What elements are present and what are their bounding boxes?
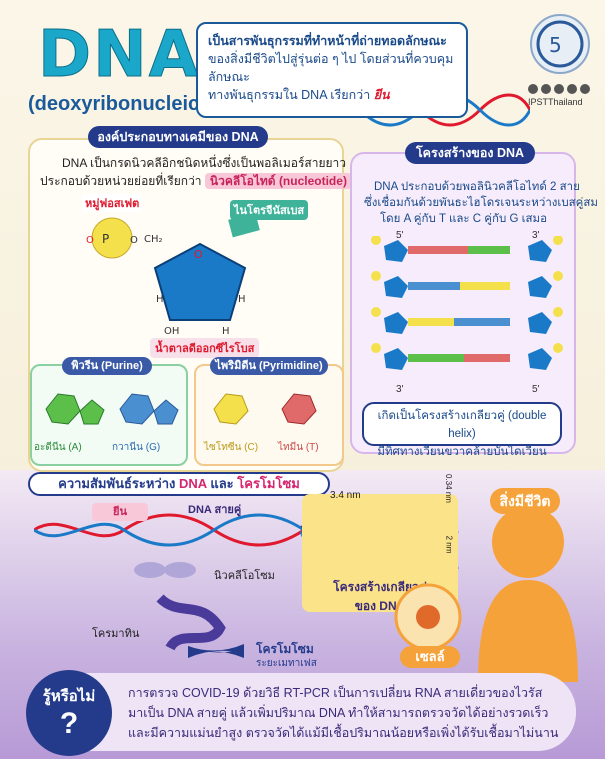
structure-desc: DNA ประกอบด้วยพอลินิวคลีโอไทด์ 2 สาย (374, 181, 580, 193)
svg-text:O: O (86, 235, 94, 246)
end-5-label: 5' (532, 384, 540, 395)
structure-title: โครงสร้างของ DNA (405, 142, 535, 164)
measure-034: 0.34 nm (443, 474, 453, 503)
youtube-icon[interactable] (541, 84, 551, 94)
organism-figure (478, 506, 578, 682)
chromosome-label: โครโมโซม (256, 642, 314, 656)
instagram-icon[interactable] (554, 84, 564, 94)
chromatin-illustration (134, 562, 226, 651)
measure-2: 2 nm (444, 535, 454, 554)
page-title: DNA (37, 18, 201, 93)
helix-caption: โครงสร้างเกลียวคู่ ของ DNA (333, 580, 427, 613)
svg-text:H: H (222, 326, 230, 337)
base-guanine: กวานีน (G) (112, 442, 161, 453)
measure-34: 3.4 nm (330, 490, 361, 501)
nucleotide-label: นิวคลีโอไทด์ (nucleotide) (204, 173, 352, 189)
base-pair-ladder (371, 236, 563, 370)
base-cytosine: ไซโทซีน (C) (204, 442, 259, 453)
svg-text:OH: OH (164, 326, 179, 337)
page-subtitle: (deoxyribonucleic acid) (28, 93, 252, 115)
base-molecules (45, 393, 317, 425)
svg-text:H: H (156, 294, 164, 305)
nucleotide-diagram: P O O CH₂ O H H OH H (86, 212, 260, 337)
sugar-label: น้ำตาลดีออกซีไรโบส (150, 338, 260, 358)
end-5-label: 5' (396, 230, 404, 241)
dna-double-label: DNA สายคู่ (188, 504, 242, 516)
ipst-logo-icon: 5 (530, 14, 590, 74)
did-you-know-box (28, 673, 576, 751)
gene-emphasis: ยีน (373, 88, 390, 102)
relation-title: ความสัมพันธ์ระหว่าง DNA และ โครโมโซม (28, 472, 330, 496)
cell-icon (394, 583, 462, 651)
organism-label: สิ่งมีชีวิต (490, 488, 560, 514)
end-3-label: 3' (532, 230, 540, 241)
chromosome-icon (188, 644, 244, 658)
composition-title: องค์ประกอบทางเคมีของ DNA (88, 126, 268, 148)
end-3-label: 3' (396, 384, 404, 395)
nucleosome-label: นิวคลีโอโซม (214, 570, 275, 582)
intro-line: ของสิ่งมีชีวิตไปสู่รุ่นต่อ ๆ ไป โดยส่วนท… (208, 52, 454, 84)
base-adenine: อะดีนีน (A) (34, 442, 82, 453)
svg-text:O: O (194, 248, 203, 261)
composition-desc: ประกอบด้วยหน่วยย่อยที่เรียกว่า นิวคลีโอไ… (40, 172, 352, 190)
svg-text:P: P (102, 232, 109, 246)
svg-text:H: H (238, 294, 246, 305)
facebook-icon[interactable] (528, 84, 538, 94)
social-handle[interactable]: IPSTThailand (528, 97, 583, 107)
purine-tag: พิวรีน (Purine) (62, 357, 152, 375)
social-links: IPSTThailand (528, 84, 598, 107)
base-thymine: ไทมีน (T) (278, 442, 319, 453)
svg-text:O: O (130, 235, 138, 246)
intro-line: ทางพันธุกรรมใน DNA เรียกว่า ยีน (208, 88, 390, 102)
gene-label: ยีน (92, 503, 148, 521)
svg-text:5: 5 (549, 33, 562, 57)
structure-desc: โดย A คู่กับ T และ C คู่กับ G เสมอ (380, 213, 548, 225)
phosphate-label: หมู่ฟอสเฟต (82, 194, 143, 212)
metaphase-label: ระยะเมทาเฟส (256, 658, 317, 669)
pyrimidine-tag: ไพริมิดีน (Pyrimidine) (210, 357, 328, 375)
chromatin-label: โครมาทิน (92, 628, 140, 640)
double-helix-caption: เกิดเป็นโครงสร้างเกลียวคู่ (double helix… (362, 402, 562, 458)
line-icon[interactable] (580, 84, 590, 94)
did-you-know-badge: รู้หรือไม่ ? (26, 670, 112, 756)
svg-text:CH₂: CH₂ (144, 234, 163, 245)
composition-desc: DNA เป็นกรดนิวคลีอิกชนิดหนึ่งซึ่งเป็นพอล… (62, 156, 347, 170)
did-you-know-text: การตรวจ COVID-19 ด้วยวิธี RT-PCR เป็นการ… (128, 686, 559, 740)
twitter-icon[interactable] (567, 84, 577, 94)
cell-label: เซลล์ (400, 646, 460, 668)
intro-line: เป็นสารพันธุกรรมที่ทำหน้าที่ถ่ายทอดลักษณ… (208, 34, 447, 48)
intro-box: เป็นสารพันธุกรรมที่ทำหน้าที่ถ่ายทอดลักษณ… (196, 22, 468, 118)
structure-desc: ซึ่งเชื่อมกันด้วยพันธะไฮโดรเจนระหว่างเบส… (364, 197, 598, 209)
